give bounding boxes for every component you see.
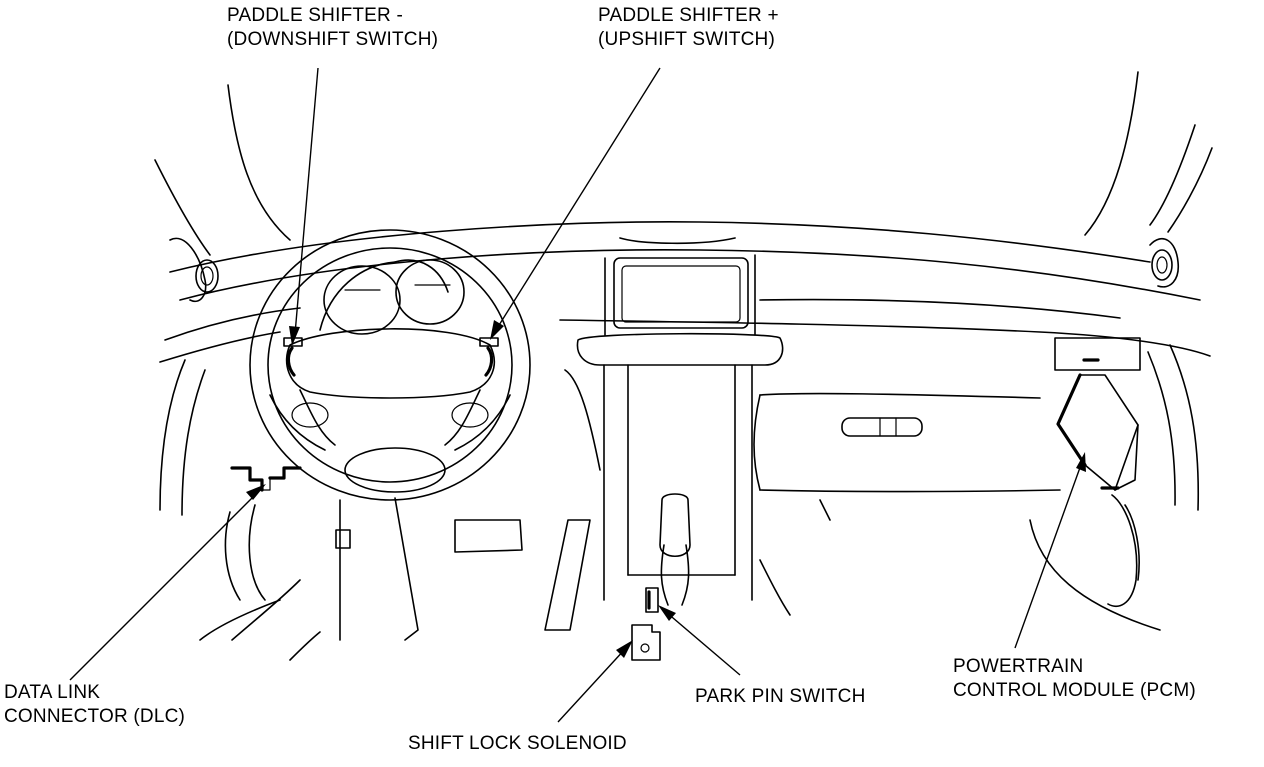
label-park-pin-switch: PARK PIN SWITCH [695, 686, 866, 707]
paddle-shifter-downshift [283, 337, 303, 377]
park-pin-switch [645, 587, 659, 613]
shift-lock-solenoid [631, 624, 661, 661]
left-speaker [169, 237, 219, 302]
right-door [1029, 344, 1200, 631]
label-shift-lock-solenoid: SHIFT LOCK SOLENOID [408, 733, 627, 754]
windshield-frame [154, 71, 1213, 256]
instrument-cluster [319, 259, 465, 335]
leader-paddle-up [490, 67, 661, 340]
dashboard-top [159, 220, 1211, 363]
leader-paddle-down [289, 67, 319, 346]
label-paddle-shifter-downshift: PADDLE SHIFTER - (DOWNSHIFT SWITCH) [227, 5, 439, 50]
left-door [159, 359, 281, 641]
data-link-connector [230, 466, 302, 492]
leader-shift-lock [557, 640, 633, 723]
leader-pcm [1014, 452, 1086, 649]
label-paddle-shifter-upshift: PADDLE SHIFTER + (UPSHIFT SWITCH) [598, 5, 779, 50]
leader-park-pin [658, 605, 741, 676]
gear-shift [659, 493, 691, 606]
leader-dlc [69, 484, 266, 681]
right-speaker [1149, 238, 1180, 288]
label-data-link-connector: DATA LINK CONNECTOR (DLC) [4, 682, 186, 727]
pcm-module [1056, 358, 1139, 491]
steering-wheel [249, 229, 531, 501]
center-console [576, 254, 784, 601]
label-powertrain-control-module: POWERTRAIN CONTROL MODULE (PCM) [953, 656, 1196, 701]
floor-lines [564, 369, 831, 616]
pedals [231, 497, 591, 661]
glovebox [753, 337, 1141, 493]
